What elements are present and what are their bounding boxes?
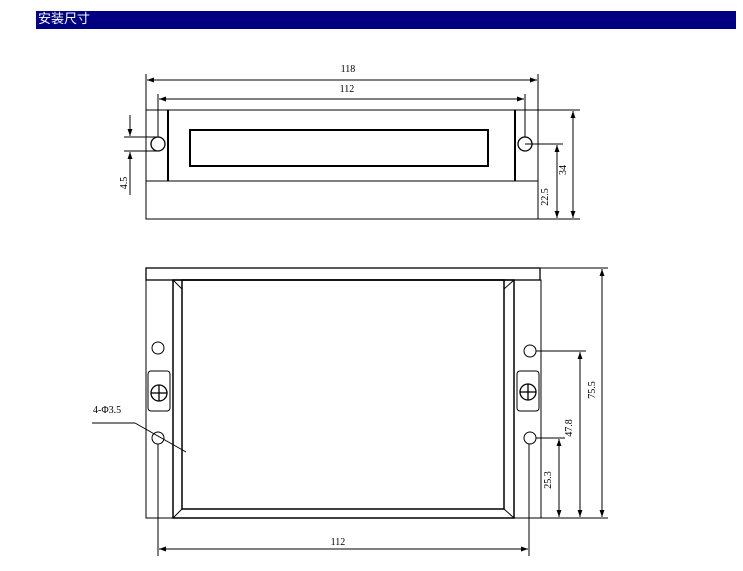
front-view-panel-outer xyxy=(172,279,515,519)
front-view-top-cap xyxy=(145,267,541,281)
dim-4-5-label: 4.5 xyxy=(119,177,130,190)
front-view-panel-inner xyxy=(181,279,505,510)
dim-112-bottom-label: 112 xyxy=(331,537,346,548)
dim-112-top-label: 112 xyxy=(340,84,355,95)
front-view-hole-left-top-icon xyxy=(151,341,165,355)
dim-22-5-label: 22.5 xyxy=(540,188,551,206)
front-view-bevel-bl xyxy=(172,508,183,519)
dim-34-label: 34 xyxy=(558,165,569,175)
top-view xyxy=(124,74,580,220)
section-title: 安装尺寸 xyxy=(38,12,91,27)
hole-callout-leader-diagonal xyxy=(134,422,187,453)
top-view-left-slot-icon xyxy=(150,136,166,152)
top-view-window xyxy=(189,129,489,167)
dim-75-5-label: 75.5 xyxy=(587,381,598,399)
front-view-bevel-br xyxy=(503,508,515,519)
dim-118-label: 118 xyxy=(341,64,356,75)
dim-47-8-label: 47.8 xyxy=(564,419,575,437)
front-view-hole-right-bottom-icon xyxy=(523,431,537,445)
front-view-hole-right-top-icon xyxy=(523,344,537,358)
front-view-bevel-tl xyxy=(172,279,183,290)
front-view-left-screw-box xyxy=(147,370,171,412)
top-view-body-outline xyxy=(145,109,539,220)
hole-callout-label: 4-Φ3.5 xyxy=(93,405,121,416)
front-view-right-screw-box xyxy=(516,370,540,412)
dim-25-3-label: 25.3 xyxy=(543,471,554,489)
front-view-bevel-tr xyxy=(503,279,515,290)
section-title-bar: 安装尺寸 xyxy=(36,11,736,29)
front-view xyxy=(92,267,608,556)
